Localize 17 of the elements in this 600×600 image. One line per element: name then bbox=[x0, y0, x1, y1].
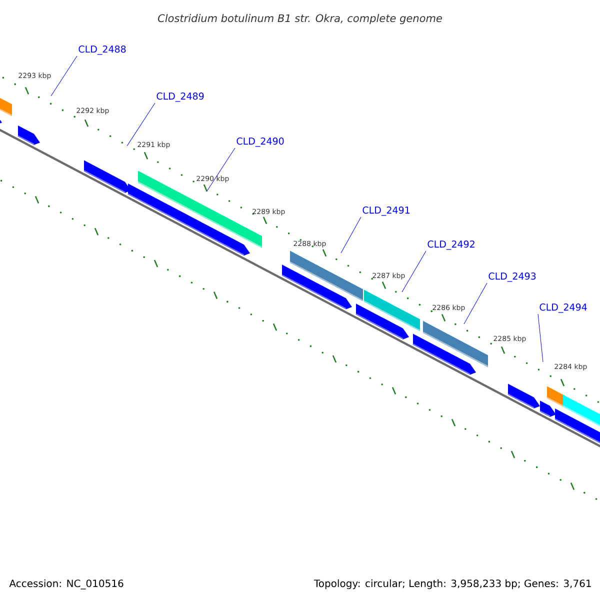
leader-line bbox=[50, 56, 78, 96]
gene-label: CLD_2490 bbox=[236, 138, 284, 147]
leader-line bbox=[126, 102, 156, 146]
leader-line bbox=[464, 282, 488, 324]
gene-label: CLD_2492 bbox=[428, 240, 474, 250]
leader-line bbox=[340, 216, 362, 254]
gene-label: CLD_2494 bbox=[540, 304, 587, 313]
title: Clostridium botulinum B1 str. Okra, complete genome bbox=[158, 14, 442, 24]
gene-label: CLD_2493 bbox=[488, 272, 536, 282]
leader-line bbox=[206, 148, 236, 192]
gene-label: CLD_2491 bbox=[362, 206, 410, 216]
leader-line bbox=[402, 250, 426, 292]
genome-info-text: Topology: circular; Length: 3,958,233 bp; Genes: 3,761 bbox=[314, 579, 591, 590]
leader-line bbox=[538, 314, 544, 362]
accession-text: Accession: NC_010516 bbox=[9, 579, 124, 590]
gene-label: CLD_2489 bbox=[156, 92, 204, 102]
gene-label: CLD_2488 bbox=[78, 46, 126, 55]
